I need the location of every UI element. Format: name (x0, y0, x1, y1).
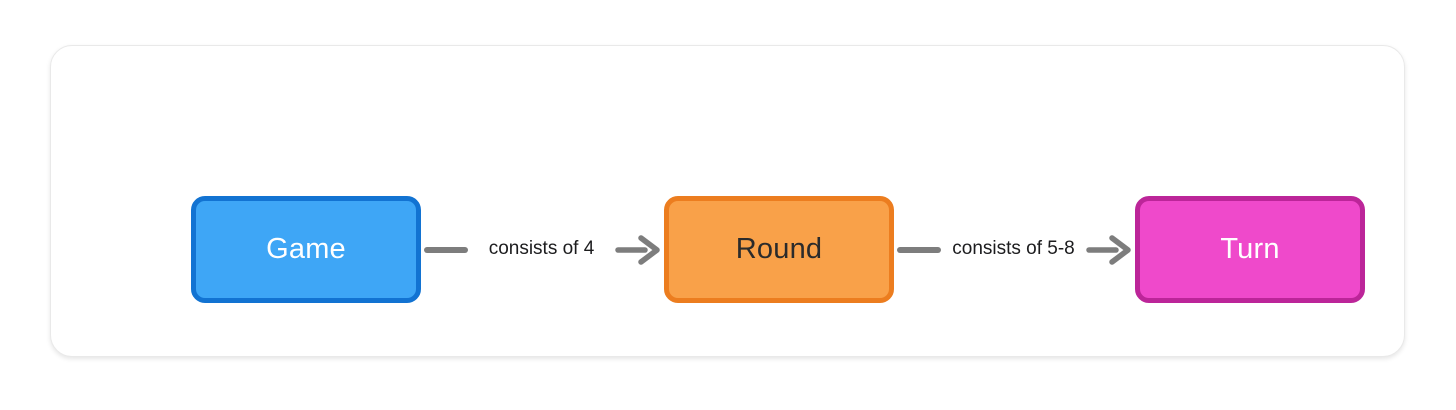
arrow-right-path (615, 234, 660, 265)
edge-label-consists-of-5-8: consists of 5-8 (952, 238, 1075, 259)
arrow-right-icon (615, 234, 660, 265)
edge-line (424, 246, 468, 253)
edge-line (897, 246, 941, 253)
edge-label-consists-of-4: consists of 4 (488, 238, 595, 259)
edge-round-turn: consists of 5-8 (897, 196, 1132, 303)
arrow-right-path (1086, 234, 1131, 265)
node-game[interactable]: Game (191, 196, 421, 303)
edge-game-round: consists of 4 (424, 196, 661, 303)
arrow-right-icon (1086, 234, 1131, 265)
node-game-label: Game (266, 233, 346, 265)
diagram-canvas-card: Game consists of 4 Round consists of 5-8… (50, 45, 1405, 357)
node-turn[interactable]: Turn (1135, 196, 1365, 303)
node-round[interactable]: Round (664, 196, 894, 303)
node-turn-label: Turn (1220, 233, 1280, 265)
node-round-label: Round (735, 233, 823, 265)
